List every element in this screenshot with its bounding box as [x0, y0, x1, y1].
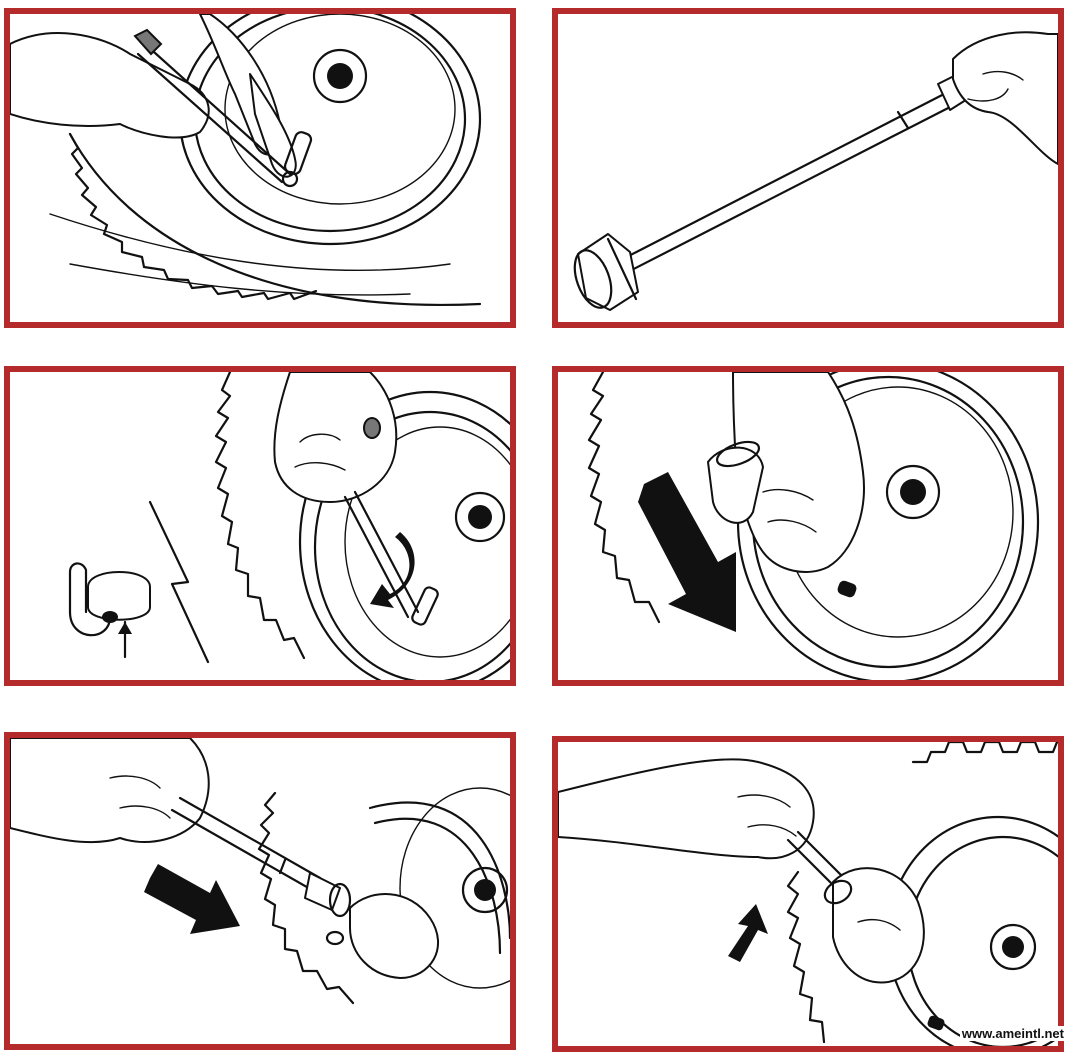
watermark-text: www.ameintl.net [959, 1026, 1066, 1041]
bottle-insert-down-illustration [587, 372, 1040, 680]
step-panel-4 [552, 366, 1064, 686]
step-panel-5 [4, 732, 516, 1050]
tool-withdraw-up-illustration [558, 742, 1058, 1046]
pump-into-valve-illustration [10, 738, 510, 1005]
valve-core-unscrew-illustration [68, 372, 510, 680]
valve-core-removal-illustration [10, 14, 482, 306]
step-panel-2 [552, 8, 1064, 328]
step-panel-3 [4, 366, 516, 686]
step-panel-1 [4, 8, 516, 328]
injector-tool-illustration [573, 31, 1058, 311]
step-panel-6 [552, 736, 1064, 1052]
